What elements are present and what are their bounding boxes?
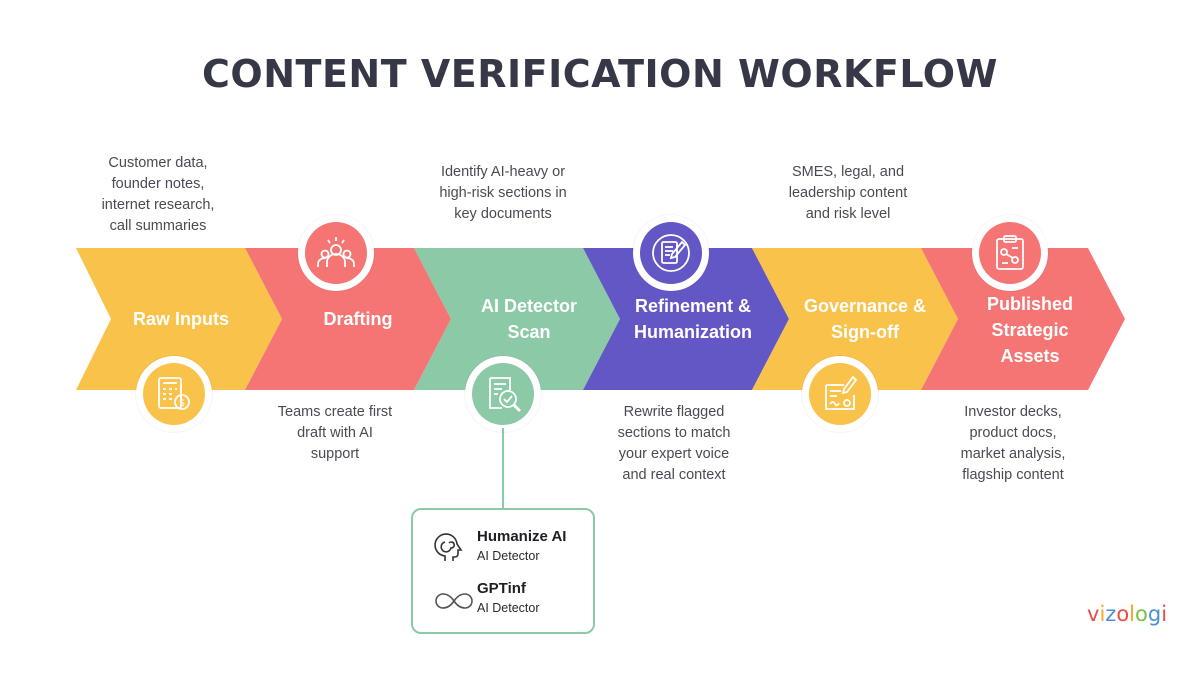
stage-arrow-4 <box>583 248 789 390</box>
logo-letter: o <box>1116 602 1130 626</box>
note-raw-inputs: Customer data, founder notes, internet r… <box>101 155 215 234</box>
stage-label-raw-inputs: Raw Inputs <box>132 309 229 329</box>
tool-name: GPTinf <box>477 580 526 597</box>
logo-letter: l <box>1129 602 1136 626</box>
document-pen-icon <box>652 234 690 272</box>
note-refinement: Rewrite flagged sections to match your e… <box>617 404 731 483</box>
logo-letter: i <box>1099 602 1106 626</box>
stage-bubble-ai-detector-scan <box>465 356 541 432</box>
stage-bubble-raw-inputs: $ <box>136 356 212 432</box>
stage-label-drafting: Drafting <box>323 309 393 329</box>
svg-text:$: $ <box>179 398 185 409</box>
logo-letter: g <box>1147 602 1162 626</box>
stage-arrow-2 <box>245 248 451 390</box>
team-icon <box>317 237 355 267</box>
clipboard-chart-icon <box>996 235 1024 270</box>
stage-label-published: Published Strategic Assets <box>986 294 1073 366</box>
document-magnifier-icon <box>489 377 522 413</box>
note-governance: SMES, legal, and leadership content and … <box>788 164 908 222</box>
tool-name: Humanize AI <box>477 528 567 545</box>
tool-subtitle: AI Detector <box>477 549 540 563</box>
logo-letter: i <box>1161 602 1168 626</box>
ai-detector-tools-panel: Humanize AI AI Detector GPTinf AI Detect… <box>411 508 595 634</box>
stage-bubble-governance <box>802 356 878 432</box>
note-published: Investor decks, product docs, market ana… <box>960 404 1066 483</box>
logo-letter: v <box>1087 602 1100 626</box>
stage-bubble-published <box>972 215 1048 291</box>
page-title: CONTENT VERIFICATION WORKFLOW <box>202 52 998 96</box>
logo-letter: z <box>1105 602 1117 626</box>
stage-arrow-6 <box>921 248 1125 390</box>
stage-bubble-drafting <box>298 215 374 291</box>
vizologi-logo: vizologi <box>1087 602 1167 626</box>
stage-label-ai-detector-scan: AI Detector Scan <box>480 296 578 342</box>
stage-label-governance: Governance & Sign-off <box>803 296 927 342</box>
signed-document-icon <box>825 375 858 410</box>
note-ai-detector-scan: Identify AI-heavy or high-risk sections … <box>439 164 567 222</box>
stage-bubble-refinement <box>633 215 709 291</box>
logo-letter: o <box>1135 602 1148 626</box>
calculator-document-icon: $ <box>158 377 190 410</box>
stage-arrow-1 <box>76 248 282 390</box>
stage-arrow-3 <box>414 248 620 390</box>
note-drafting: Teams create first draft with AI support <box>277 404 393 462</box>
infinity-icon <box>435 593 473 609</box>
stage-label-refinement: Refinement & Humanization <box>633 296 752 342</box>
head-spiral-icon <box>434 533 463 561</box>
stage-arrow-5 <box>752 248 958 390</box>
connector-line <box>502 428 504 508</box>
tool-subtitle: AI Detector <box>477 601 540 615</box>
